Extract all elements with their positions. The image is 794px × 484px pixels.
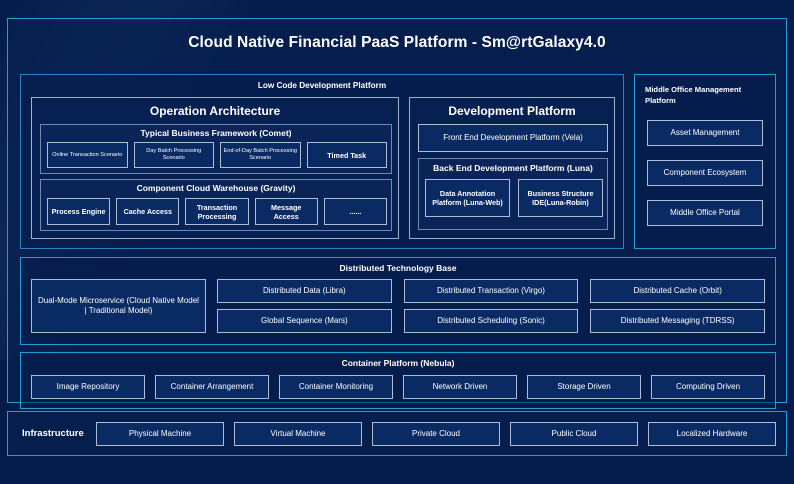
infrastructure-item[interactable]: Physical Machine: [96, 421, 224, 446]
operation-architecture-title: Operation Architecture: [149, 104, 281, 118]
middle-office-item[interactable]: Component Ecosystem: [647, 160, 763, 186]
infrastructure-label: Infrastructure: [22, 428, 84, 439]
distributed-component-box[interactable]: Distributed Messaging (TDRSS): [590, 309, 766, 333]
distributed-component-box[interactable]: Distributed Data (Libra): [217, 279, 392, 303]
typical-business-framework-title: Typical Business Framework (Comet): [140, 128, 292, 138]
infrastructure-item[interactable]: Public Cloud: [510, 421, 638, 446]
infrastructure-panel: Infrastructure Physical Machine Virtual …: [7, 411, 787, 456]
distributed-component-box[interactable]: Distributed Transaction (Virgo): [403, 279, 579, 303]
component-box[interactable]: Message Access: [254, 198, 318, 225]
development-platform-title: Development Platform: [448, 104, 576, 118]
distributed-component-box[interactable]: Global Sequence (Mars): [217, 309, 392, 333]
component-cloud-warehouse-title: Component Cloud Warehouse (Gravity): [136, 183, 296, 193]
scenario-box[interactable]: Online Transaction Scenario: [47, 142, 128, 168]
platform-root-frame: Cloud Native Financial PaaS Platform - S…: [7, 18, 787, 409]
middle-office-management-platform-panel: Middle Office Management Platform Asset …: [634, 74, 776, 249]
component-cloud-warehouse-block: Component Cloud Warehouse (Gravity) Proc…: [40, 179, 392, 231]
development-platform-group: Development Platform Front End Developme…: [409, 97, 615, 239]
container-platform-item[interactable]: Image Repository: [31, 375, 145, 399]
container-platform-item[interactable]: Computing Driven: [651, 375, 765, 399]
infrastructure-items: Physical Machine Virtual Machine Private…: [96, 421, 776, 446]
scenario-box[interactable]: Timed Task: [306, 142, 387, 168]
back-end-tool-box[interactable]: Data Annotation Platform (Luna-Web): [425, 179, 510, 217]
component-box[interactable]: Cache Access: [116, 198, 180, 225]
container-platform-panel: Container Platform (Nebula) Image Reposi…: [20, 352, 776, 409]
typical-business-framework-block: Typical Business Framework (Comet) Onlin…: [40, 124, 392, 174]
back-end-development-platform-block: Back End Development Platform (Luna) Dat…: [418, 158, 608, 230]
middle-office-item[interactable]: Middle Office Portal: [647, 200, 763, 226]
dual-mode-microservice-box[interactable]: Dual-Mode Microservice (Cloud Native Mod…: [31, 279, 206, 333]
back-end-development-platform-title: Back End Development Platform (Luna): [433, 163, 593, 173]
operation-architecture-group: Operation Architecture Typical Business …: [31, 97, 399, 239]
container-platform-item[interactable]: Container Arrangement: [155, 375, 269, 399]
scenario-box[interactable]: End-of-Day Batch Processing Scenario: [220, 142, 301, 168]
low-code-platform-title: Low Code Development Platform: [257, 81, 387, 90]
component-box[interactable]: Transaction Processing: [185, 198, 249, 225]
distributed-component-box[interactable]: Distributed Scheduling (Sonic): [403, 309, 579, 333]
container-platform-item[interactable]: Network Driven: [403, 375, 517, 399]
container-platform-title: Container Platform (Nebula): [341, 358, 455, 368]
low-code-development-platform-panel: Low Code Development Platform Operation …: [20, 74, 624, 249]
middle-office-title: Middle Office Management Platform: [645, 85, 742, 105]
middle-office-item[interactable]: Asset Management: [647, 120, 763, 146]
infrastructure-item[interactable]: Localized Hardware: [648, 421, 776, 446]
front-end-development-platform-box[interactable]: Front End Development Platform (Vela): [418, 124, 608, 152]
page-title: Cloud Native Financial PaaS Platform - S…: [188, 34, 606, 51]
scenario-box[interactable]: Day Batch Processing Scenario: [133, 142, 214, 168]
container-platform-item[interactable]: Storage Driven: [527, 375, 641, 399]
container-platform-item[interactable]: Container Monitoring: [279, 375, 393, 399]
distributed-technology-base-panel: Distributed Technology Base Dual-Mode Mi…: [20, 257, 776, 345]
infrastructure-item[interactable]: Virtual Machine: [234, 421, 362, 446]
infrastructure-item[interactable]: Private Cloud: [372, 421, 500, 446]
component-box-more[interactable]: ......: [323, 198, 388, 225]
component-box[interactable]: Process Engine: [47, 198, 111, 225]
distributed-technology-base-title: Distributed Technology Base: [339, 263, 457, 273]
back-end-tool-box[interactable]: Business Structure IDE(Luna-Robin): [518, 179, 603, 217]
distributed-component-box[interactable]: Distributed Cache (Orbit): [590, 279, 766, 303]
